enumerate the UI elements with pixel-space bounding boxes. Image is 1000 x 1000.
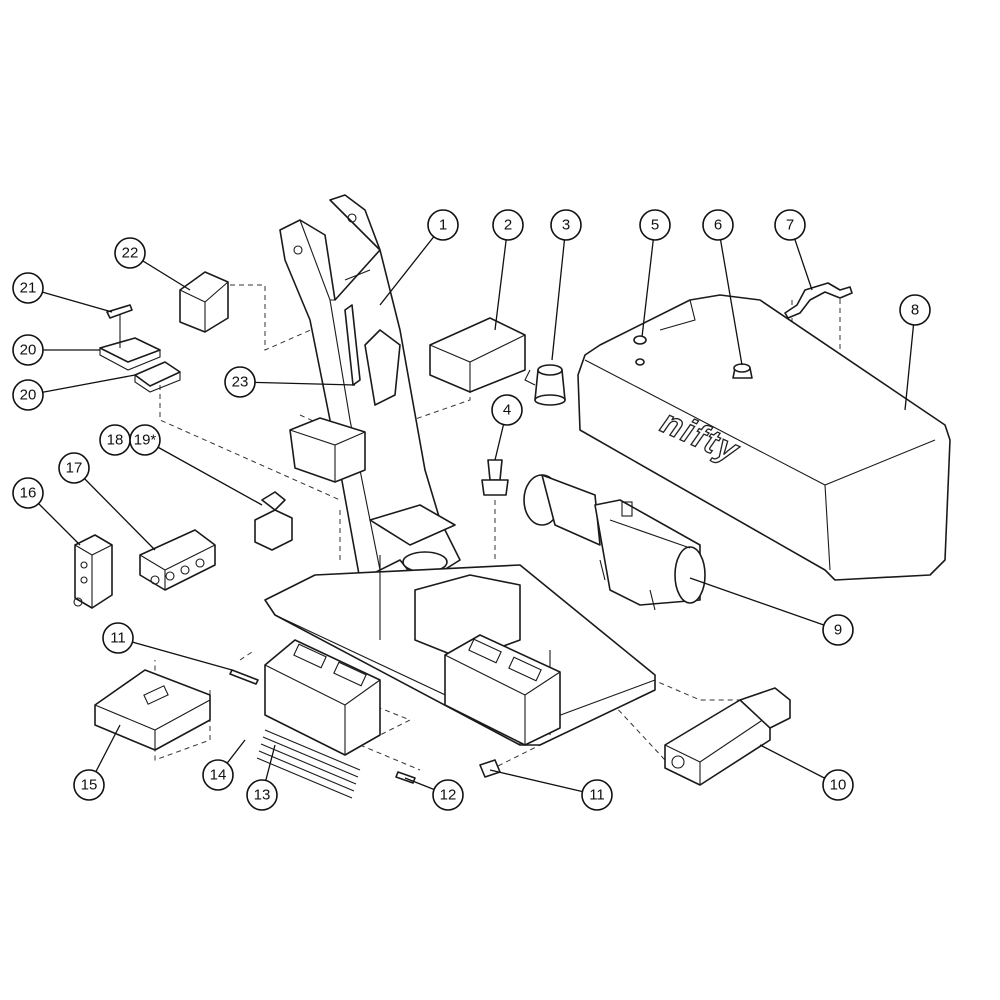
callout-17: 17 [58,452,90,484]
control-box-15 [94,669,211,751]
callout-5-label: 5 [651,217,659,234]
relay-box-22 [179,271,229,333]
clip-11-left [229,669,259,685]
callout-16-label: 16 [20,485,37,502]
callout-14: 14 [202,759,234,791]
callout-23-label: 23 [232,374,249,391]
callout-6-label: 6 [714,217,722,234]
callout-20-upper-label: 20 [20,342,37,359]
callout-4-label: 4 [503,402,511,419]
callout-6: 6 [702,209,734,241]
battery-left [264,639,381,756]
callout-13-label: 13 [254,787,271,804]
callout-12: 12 [432,779,464,811]
clip-11-right [479,759,501,778]
junction-box-2 [429,317,526,393]
callout-12-label: 12 [440,787,457,804]
filler-6 [732,363,753,379]
callout-18-label: 18 [107,432,124,449]
callout-15: 15 [73,769,105,801]
callout-22-label: 22 [122,245,139,262]
cable-strips-13 [256,729,361,799]
callout-9-label: 9 [834,622,842,639]
callout-16: 16 [12,477,44,509]
relay-20-upper [99,337,161,371]
callout-2-label: 2 [504,217,512,234]
callout-18: 18 [99,424,131,456]
callout-5: 5 [639,209,671,241]
callout-20-upper: 20 [12,334,44,366]
callout-7: 7 [774,209,806,241]
relay-20-lower [134,361,181,393]
callout-23: 23 [224,366,256,398]
callout-15-label: 15 [81,777,98,794]
cover-hood: nifty [577,294,951,581]
hydraulic-power-pack-9 [523,474,706,611]
callout-11-left-label: 11 [110,630,126,647]
callout-1-label: 1 [439,217,447,234]
callout-11-right: 11 [581,779,613,811]
mount-bracket-23 [289,417,366,483]
callout-20-lower-label: 20 [20,387,37,404]
callout-10: 10 [822,769,854,801]
callout-2: 2 [492,209,524,241]
callout-3: 3 [550,209,582,241]
callout-19-label: 19* [134,432,157,449]
callout-11-right-label: 11 [589,787,605,804]
callout-11-left: 11 [102,622,134,654]
callout-8-label: 8 [911,302,919,319]
callout-13: 13 [246,779,278,811]
battery-right [444,634,561,746]
callout-21-label: 21 [20,280,37,297]
callout-10-label: 10 [830,777,847,794]
mast-column [279,194,461,586]
switch-18-19 [254,491,293,551]
callout-1: 1 [427,209,459,241]
callout-4: 4 [491,394,523,426]
callout-14-label: 14 [210,767,227,784]
callout-9: 9 [822,614,854,646]
callout-20-lower: 20 [12,379,44,411]
callout-8: 8 [899,294,931,326]
callout-22: 22 [114,237,146,269]
fuse-holder-21 [106,304,133,348]
fitting-4 [481,459,509,496]
callout-21: 21 [12,272,44,304]
beacon-3 [524,364,566,406]
bracket-7 [784,282,853,319]
callout-17-label: 17 [66,460,83,477]
ram-bracket-10 [664,687,791,786]
pendant-controller-16 [73,534,113,609]
callout-3-label: 3 [562,217,570,234]
callout-7-label: 7 [786,217,794,234]
valve-block-17 [139,529,216,591]
cap-5 [633,335,647,366]
callout-19: 19* [129,424,161,456]
